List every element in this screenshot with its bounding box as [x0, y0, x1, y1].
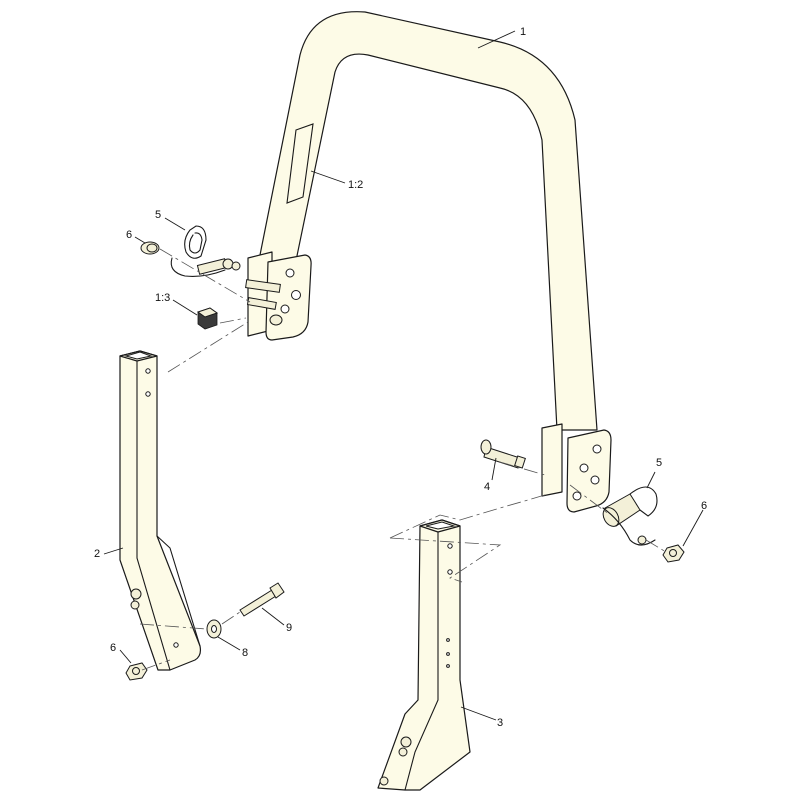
callout-4: 4: [484, 481, 490, 493]
callout-6-upper-left: 6: [126, 229, 132, 241]
leg-bolt-heads-right: [379, 736, 412, 786]
callout-1-2: 1:2: [348, 179, 363, 191]
left-pivot-pin: [245, 279, 283, 326]
callout-1: 1: [520, 26, 526, 38]
callout-6-right: 6: [701, 500, 707, 512]
callout-leaders: [103, 30, 704, 721]
callout-labels: 1 1:2 5 6 1:3 2 6 8 9 3 4 5 6: [94, 26, 707, 729]
flange-nut-lower-left-6: [125, 662, 148, 681]
flange-nut-upper-left-6: [140, 241, 160, 255]
flange-nut-right-6: [662, 544, 685, 563]
callout-9: 9: [286, 622, 292, 634]
bolt-9: [239, 582, 285, 617]
callout-3: 3: [497, 717, 503, 729]
callout-2: 2: [94, 548, 100, 560]
locking-pin-left-5: [170, 225, 241, 277]
bumper-1-3: [196, 307, 219, 330]
right-lower-leg: [377, 519, 471, 791]
roll-bar-hoop: [247, 11, 612, 513]
washer-8: [206, 619, 222, 639]
callout-5-left: 5: [155, 209, 161, 221]
callout-5-right: 5: [656, 457, 662, 469]
callout-1-3: 1:3: [155, 292, 170, 304]
clevis-pin-4: [480, 439, 526, 469]
leg-bolt-heads-left: [130, 588, 142, 610]
left-lower-leg: [119, 350, 202, 671]
callout-6-lower-left: 6: [110, 642, 116, 654]
locking-pin-right-5: [602, 486, 658, 546]
callout-8: 8: [242, 647, 248, 659]
assembly-lines: [139, 248, 667, 671]
